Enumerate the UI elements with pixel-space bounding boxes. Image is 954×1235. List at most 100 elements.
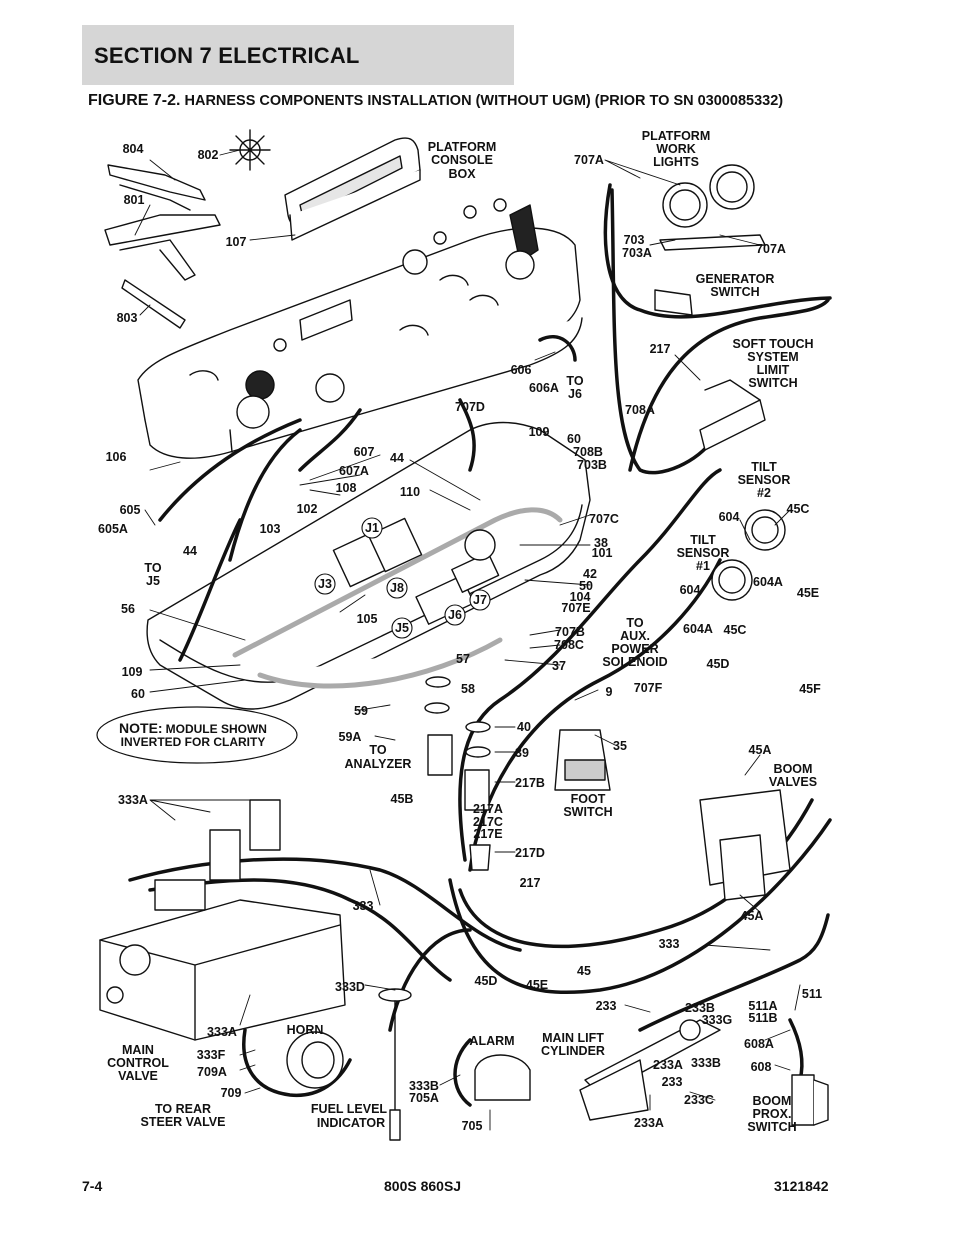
callout-label: STEER VALVE — [141, 1115, 226, 1129]
horn — [286, 1031, 344, 1089]
callout-label: SWITCH — [710, 285, 759, 299]
callout-label: 233A — [653, 1058, 683, 1072]
callout-label: 333 — [353, 899, 374, 913]
connector-j6: J6 — [448, 608, 462, 622]
callout-label: ALARM — [469, 1034, 514, 1048]
figure-number: FIGURE 7-2. — [88, 92, 181, 109]
callout-label: SENSOR — [738, 473, 791, 487]
callout-label: 59A — [339, 730, 362, 744]
callout-label: 44 — [183, 544, 197, 558]
main-lift-cylinder — [579, 1019, 721, 1121]
callout-label: FUEL LEVEL — [311, 1102, 388, 1116]
callout-label: 45A — [749, 743, 772, 757]
connector-j8: J8 — [390, 581, 404, 595]
callout-label: 803 — [117, 311, 138, 325]
callout-label: 45C — [787, 502, 810, 516]
callout-label: 333A — [207, 1025, 237, 1039]
callout-label: 45B — [391, 792, 414, 806]
callout-label: 45A — [741, 909, 764, 923]
svg-text:NOTE:MODULE SHOWN: NOTE:MODULE SHOWN — [119, 720, 267, 736]
callout-label: 101 — [592, 546, 613, 560]
callout-label: 39 — [515, 746, 529, 760]
callout-label: 217E — [473, 827, 502, 841]
callout-label: 608A — [744, 1037, 774, 1051]
callout-label: BOOM — [753, 1094, 792, 1108]
callout-label: 58 — [461, 682, 475, 696]
callout-label: 708A — [625, 403, 655, 417]
callout-label: 109 — [122, 665, 143, 679]
note-line1: MODULE SHOWN — [166, 722, 267, 736]
callout-label: 707A — [756, 242, 786, 256]
callout-label: 608 — [751, 1060, 772, 1074]
callout-label: 40 — [517, 720, 531, 734]
callout-label: 233B — [685, 1001, 715, 1015]
callout-label: 108 — [336, 481, 357, 495]
callout-label: SOLENOID — [602, 655, 667, 669]
callout-label: 45 — [577, 964, 591, 978]
tilt-sensors — [711, 509, 786, 601]
callout-label: 110 — [400, 485, 420, 499]
foot-switch — [554, 729, 611, 791]
callout-label: 333G — [702, 1013, 733, 1027]
callout-label: 109 — [529, 425, 550, 439]
callout-label: GENERATOR — [696, 272, 775, 286]
callout-label: 104 — [570, 590, 591, 604]
connector-ids: J1 J3 J8 J6 J7 J5 — [318, 521, 487, 635]
callout-label: 804 — [123, 142, 144, 156]
callout-label: 50 — [579, 579, 593, 593]
callout-label: #2 — [757, 486, 771, 500]
callout-label: TO REAR — [155, 1102, 211, 1116]
callout-label: J6 — [568, 387, 582, 401]
callout-label: 707A — [574, 153, 604, 167]
footer-page: 7-4 — [82, 1178, 103, 1194]
callout-label: 333B — [409, 1079, 439, 1093]
callout-label: VALVE — [118, 1069, 158, 1083]
callout-label: SWITCH — [747, 1120, 796, 1134]
figure-title: FIGURE 7-2. HARNESS COMPONENTS INSTALLAT… — [88, 92, 783, 110]
callout-label: TO — [369, 743, 386, 757]
callout-label: SOFT TOUCH — [732, 337, 813, 351]
callout-label: LIMIT — [757, 363, 790, 377]
callout-label: CYLINDER — [541, 1044, 605, 1058]
callout-label: WORK — [656, 142, 696, 156]
callout-label: 703B — [577, 458, 607, 472]
callout-label: 217C — [473, 815, 503, 829]
callout-label: BOX — [448, 167, 476, 181]
callout-label: 605A — [98, 522, 128, 536]
generator-switch — [654, 289, 693, 316]
callout-label: 801 — [124, 193, 145, 207]
crimp-tools — [104, 129, 271, 329]
callout-label: 802 — [198, 148, 219, 162]
callout-label: 57 — [456, 652, 470, 666]
callout-label: ANALYZER — [345, 757, 412, 771]
callout-label: 511 — [802, 987, 822, 1001]
callout-label: 35 — [613, 739, 627, 753]
callout-label: 707B — [555, 625, 585, 639]
callout-label: 217D — [515, 846, 545, 860]
connector-callout-circles — [314, 517, 491, 639]
footer-model: 800S 860SJ — [384, 1178, 462, 1194]
connector-j5: J5 — [395, 621, 409, 635]
callout-label: MAIN LIFT — [542, 1031, 604, 1045]
callout-label: 511B — [748, 1011, 777, 1025]
connector-j7: J7 — [473, 593, 487, 607]
callout-label: 607 — [354, 445, 375, 459]
callout-label: 233A — [634, 1116, 664, 1130]
boom-prox-switch — [791, 1074, 829, 1126]
callout-label: SWITCH — [748, 376, 797, 390]
callout-label: 604 — [719, 510, 740, 524]
callout-label: PLATFORM — [642, 129, 711, 143]
callout-label: 703 — [624, 233, 645, 247]
callout-label: 707E — [561, 601, 590, 615]
callout-label: HORN — [287, 1023, 324, 1037]
callout-label: POWER — [611, 642, 658, 656]
callout-label: 217B — [515, 776, 545, 790]
callout-label: TO — [144, 561, 161, 575]
callout-label: AUX. — [620, 629, 650, 643]
callout-label: 707C — [589, 512, 619, 526]
callout-label: 707F — [634, 681, 663, 695]
fuel-level-indicator — [378, 988, 412, 1141]
callout-label: #1 — [696, 559, 710, 573]
callout-label: 60 — [131, 687, 145, 701]
